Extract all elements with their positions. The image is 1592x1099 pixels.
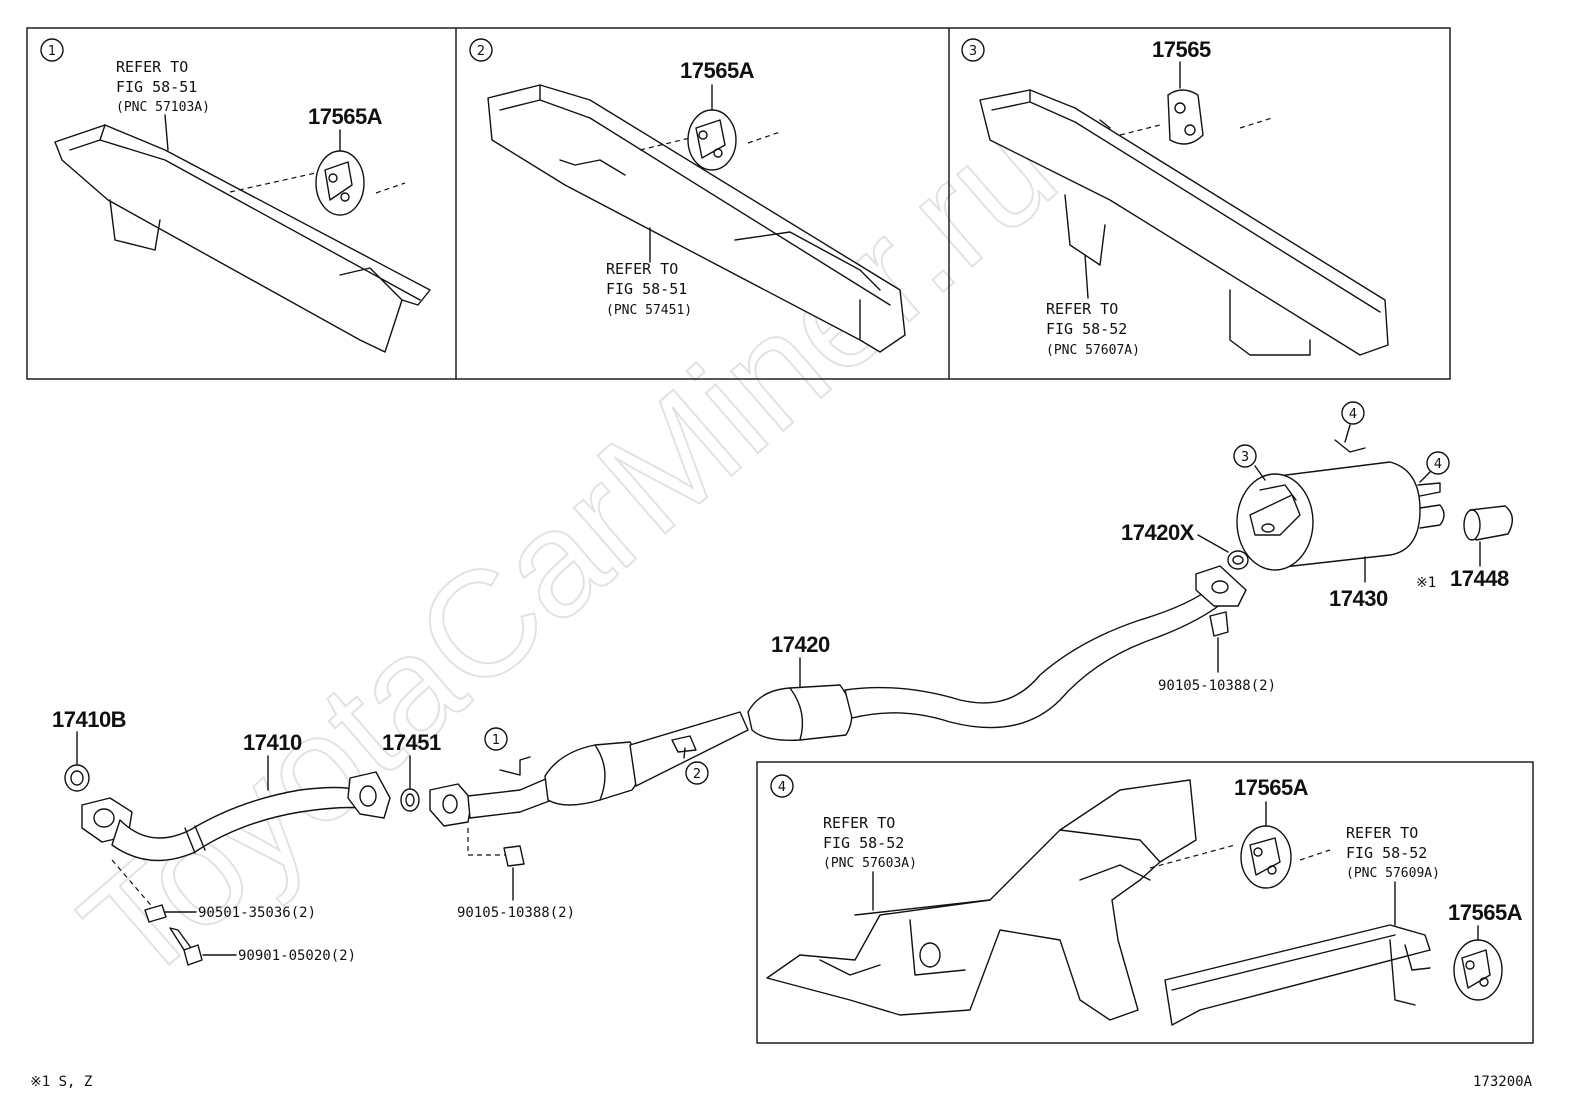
callout-circle-4 [1341,401,1365,425]
leader-line [164,114,169,151]
refer-line: FIG 58-52 [1346,844,1427,862]
refer-line: FIG 58-52 [1046,320,1127,338]
callout-circle-3 [1233,444,1257,468]
part-label-17448: 17448 [1450,566,1509,591]
callout-circle-3 [961,38,985,62]
mount-dash [375,182,406,194]
bolt-icon [503,845,525,867]
part-label-90501-35036: 90501-35036(2) [198,905,316,921]
callout-number: 1 [492,733,500,748]
callout-circle-2 [469,38,493,62]
panel-1: 1 REFER TO FIG 58-51 (PNC 57103A) 17565A [40,38,431,353]
refer-line: FIG 58-51 [606,280,687,298]
callout-circle-4 [1426,451,1450,475]
frame-rail-icon [487,84,906,353]
panel-2: 2 REFER TO FIG 58-51 (PNC 57451) 17565A [469,38,906,353]
callout-number: 4 [1434,457,1442,472]
mount-dash [747,131,781,144]
panel-4: 4 REFER TO FIG 58-52 (PNC 57603A) 17565A… [766,774,1523,1026]
front-pipe-icon [81,771,391,862]
gasket-icon [64,764,90,792]
refer-line: REFER TO [606,260,678,278]
part-label-17565A: 17565A [1234,775,1309,800]
top-panels-frame [26,27,1451,380]
part-label-17565A: 17565A [308,104,383,129]
figure-id: 173200A [1473,1074,1533,1090]
part-label-17420X: 17420X [1121,520,1195,545]
part-label-17565A: 17565A [1448,900,1523,925]
callout-number: 1 [48,44,56,59]
part-label-17451: 17451 [382,730,441,755]
tail-pipe-tip-icon [1463,505,1513,541]
center-pipe-icon [429,565,1247,827]
refer-line: REFER TO [823,814,895,832]
bolt-dash [111,859,156,911]
bolt-icon [144,904,203,966]
callout-number: 4 [1349,407,1357,422]
bolt-icon [1209,611,1229,637]
callout-number: 3 [969,44,977,59]
gasket-icon [400,788,420,812]
part-label-17420: 17420 [771,632,830,657]
part-label-90105-10388: 90105-10388(2) [1158,678,1276,694]
panel-3: 3 REFER TO FIG 58-52 (PNC 57607A) 17565 [961,37,1389,358]
pnc-ref: (PNC 57607A) [1046,343,1140,358]
catalytic-converter-icon [544,741,641,806]
leader-line [1197,534,1229,553]
refer-line: REFER TO [116,58,188,76]
callout-circle-2 [685,761,709,785]
part-label-17565A: 17565A [680,58,755,83]
catalytic-converter-icon [747,684,853,741]
mount-dash [1299,849,1331,861]
frame-rail-icon [54,124,431,353]
frame-rail-icon [1164,924,1431,1026]
part-label-17410: 17410 [243,730,302,755]
callout-number: 2 [693,767,701,782]
exhaust-hanger-icon [315,150,365,216]
refer-line: FIG 58-51 [116,78,197,96]
callout-number: 2 [477,44,485,59]
refer-line: REFER TO [1046,300,1118,318]
part-label-17430: 17430 [1329,586,1388,611]
muffler-icon [1236,439,1445,571]
mount-dash [1239,117,1273,129]
pnc-ref: (PNC 57609A) [1346,866,1440,881]
part-label-90105-10388: 90105-10388(2) [457,905,575,921]
mount-dash [229,171,321,193]
leader-line [1344,424,1351,443]
panel-4-frame [756,761,1534,1044]
leader-line [683,747,686,759]
part-label-90901-05020: 90901-05020(2) [238,948,356,964]
mount-dash [1119,124,1161,136]
exhaust-hanger-icon [1167,89,1204,145]
leader-line [1084,254,1089,299]
refer-line: FIG 58-52 [823,834,904,852]
mount-dash [1149,844,1236,869]
pnc-ref: (PNC 57603A) [823,856,917,871]
leader-line [1254,465,1266,481]
exhaust-hanger-icon [1453,939,1503,1001]
callout-circle-4 [770,774,794,798]
callout-circle-1 [484,727,508,751]
leader-line [1419,471,1431,483]
gasket-icon [1227,550,1249,570]
callout-number: 3 [1241,450,1249,465]
callout-circle-1 [40,38,64,62]
footnote: ※1 S, Z [30,1074,92,1090]
note-mark: ※1 [1416,575,1436,591]
part-label-17410B: 17410B [52,707,126,732]
pnc-ref: (PNC 57103A) [116,100,210,115]
part-label-17565: 17565 [1152,37,1211,62]
refer-line: REFER TO [1346,824,1418,842]
pnc-ref: (PNC 57451) [606,303,692,318]
callout-number: 4 [778,780,786,795]
exhaust-hanger-icon [1240,825,1292,889]
exhaust-hanger-icon [687,109,737,171]
frame-rail-icon [766,779,1197,1021]
